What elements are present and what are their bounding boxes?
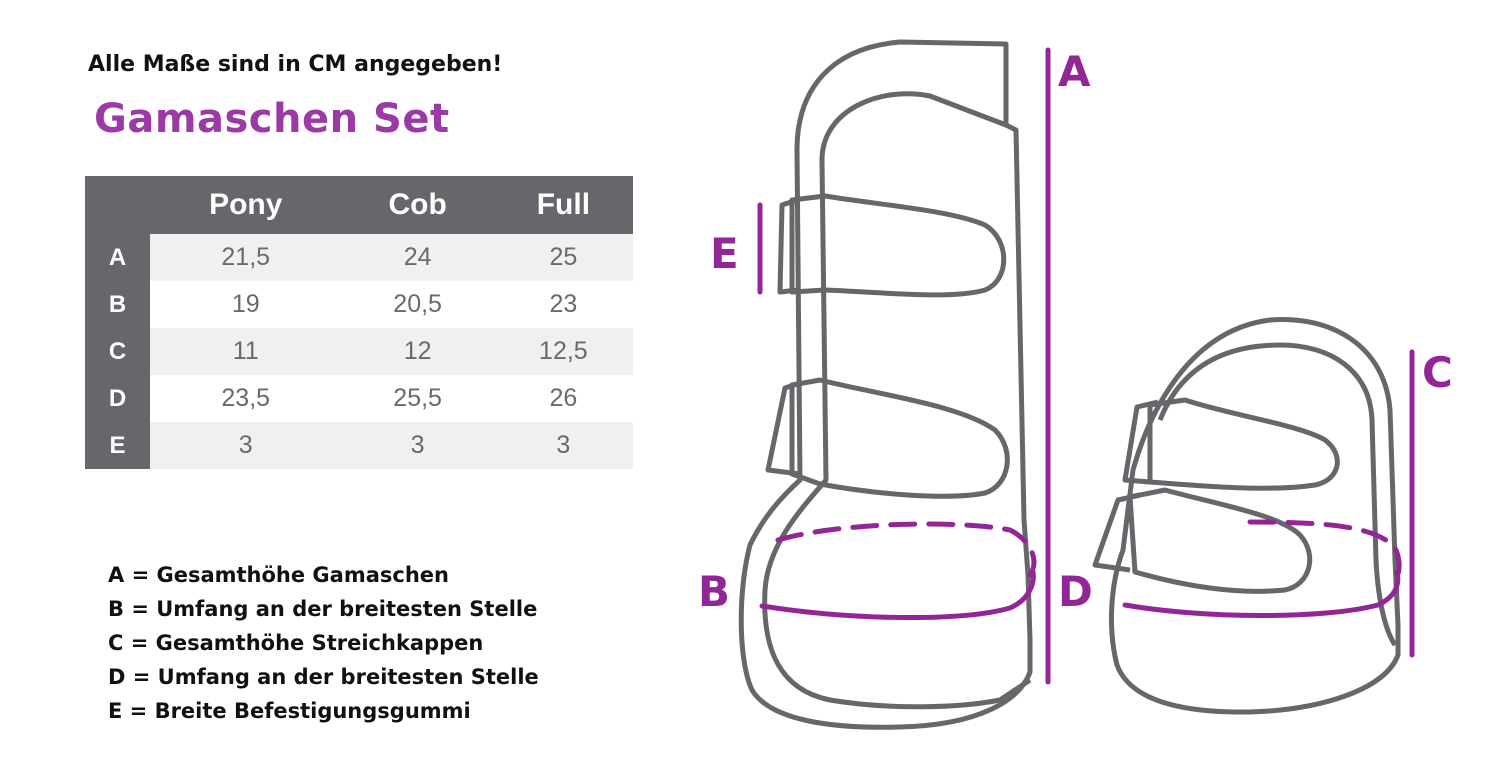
label-d: D xyxy=(1058,567,1093,616)
table-cell: 3 xyxy=(150,422,342,469)
short-boot-outline xyxy=(1109,316,1401,715)
row-label: C xyxy=(85,328,150,375)
table-cell: 23 xyxy=(493,281,633,328)
table-row: E 3 3 3 xyxy=(85,422,633,469)
table-cell: 25 xyxy=(493,234,633,281)
short-boot-strap-tab-upper xyxy=(1122,399,1159,485)
table-cell: 3 xyxy=(493,422,633,469)
short-boot-strap-lower xyxy=(1127,487,1313,594)
label-b: B xyxy=(698,567,730,616)
tall-boot-illustration xyxy=(738,39,1033,730)
table-row: D 23,5 25,5 26 xyxy=(85,375,633,422)
circumference-front-b xyxy=(759,569,1036,621)
table-cell: 12,5 xyxy=(493,328,633,375)
legend-item-d: D = Umfang an der breitesten Stelle xyxy=(108,665,539,689)
header-corner-cell xyxy=(85,176,150,234)
table-cell: 25,5 xyxy=(341,375,494,422)
table-row: A 21,5 24 25 xyxy=(85,234,633,281)
size-table: Pony Cob Full A 21,5 24 25 B 19 20,5 23 … xyxy=(85,176,633,469)
table-cell: 12 xyxy=(341,328,494,375)
table-cell: 19 xyxy=(150,281,342,328)
column-header-pony: Pony xyxy=(150,176,342,234)
table-cell: 3 xyxy=(341,422,494,469)
table-cell: 21,5 xyxy=(150,234,342,281)
row-label: A xyxy=(85,234,150,281)
circumference-front-d xyxy=(1122,569,1401,619)
legend-item-a: A = Gesamthöhe Gamaschen xyxy=(108,563,449,587)
tall-boot-inner-outline xyxy=(762,91,1032,710)
short-boot-illustration xyxy=(1092,316,1401,715)
tall-boot-strap-lower xyxy=(789,377,1010,499)
short-boot-inner-outline xyxy=(1157,342,1398,647)
tall-boot-outline xyxy=(738,39,1033,730)
table-row: B 19 20,5 23 xyxy=(85,281,633,328)
page-title: Gamaschen Set xyxy=(94,96,450,142)
units-note: Alle Maße sind in CM angegeben! xyxy=(88,52,503,77)
column-header-full: Full xyxy=(493,176,633,234)
label-e: E xyxy=(710,229,739,278)
legend-item-e: E = Breite Befestigungsgummi xyxy=(108,699,471,723)
tall-boot-strap-tab-lower xyxy=(765,380,801,477)
measurement-markings xyxy=(757,47,1415,685)
table-row: C 11 12 12,5 xyxy=(85,328,633,375)
row-label: D xyxy=(85,375,150,422)
row-label: E xyxy=(85,422,150,469)
table-cell: 24 xyxy=(341,234,494,281)
table-cell: 23,5 xyxy=(150,375,342,422)
label-a: A xyxy=(1058,47,1091,96)
row-label: B xyxy=(85,281,150,328)
short-boot-strap-upper xyxy=(1147,397,1340,491)
circumference-back-b xyxy=(775,521,1037,578)
measurement-legend: A = Gesamthöhe Gamaschen B = Umfang an d… xyxy=(108,558,539,728)
column-header-cob: Cob xyxy=(341,176,494,234)
label-c: C xyxy=(1422,348,1453,397)
legend-item-c: C = Gesamthöhe Streichkappen xyxy=(108,631,484,655)
legend-item-b: B = Umfang an der breitesten Stelle xyxy=(108,597,538,621)
table-cell: 26 xyxy=(493,375,633,422)
table-cell: 11 xyxy=(150,328,342,375)
tall-boot-strap-upper xyxy=(789,193,1007,298)
table-cell: 20,5 xyxy=(341,281,494,328)
size-table-header: Pony Cob Full xyxy=(85,176,633,234)
